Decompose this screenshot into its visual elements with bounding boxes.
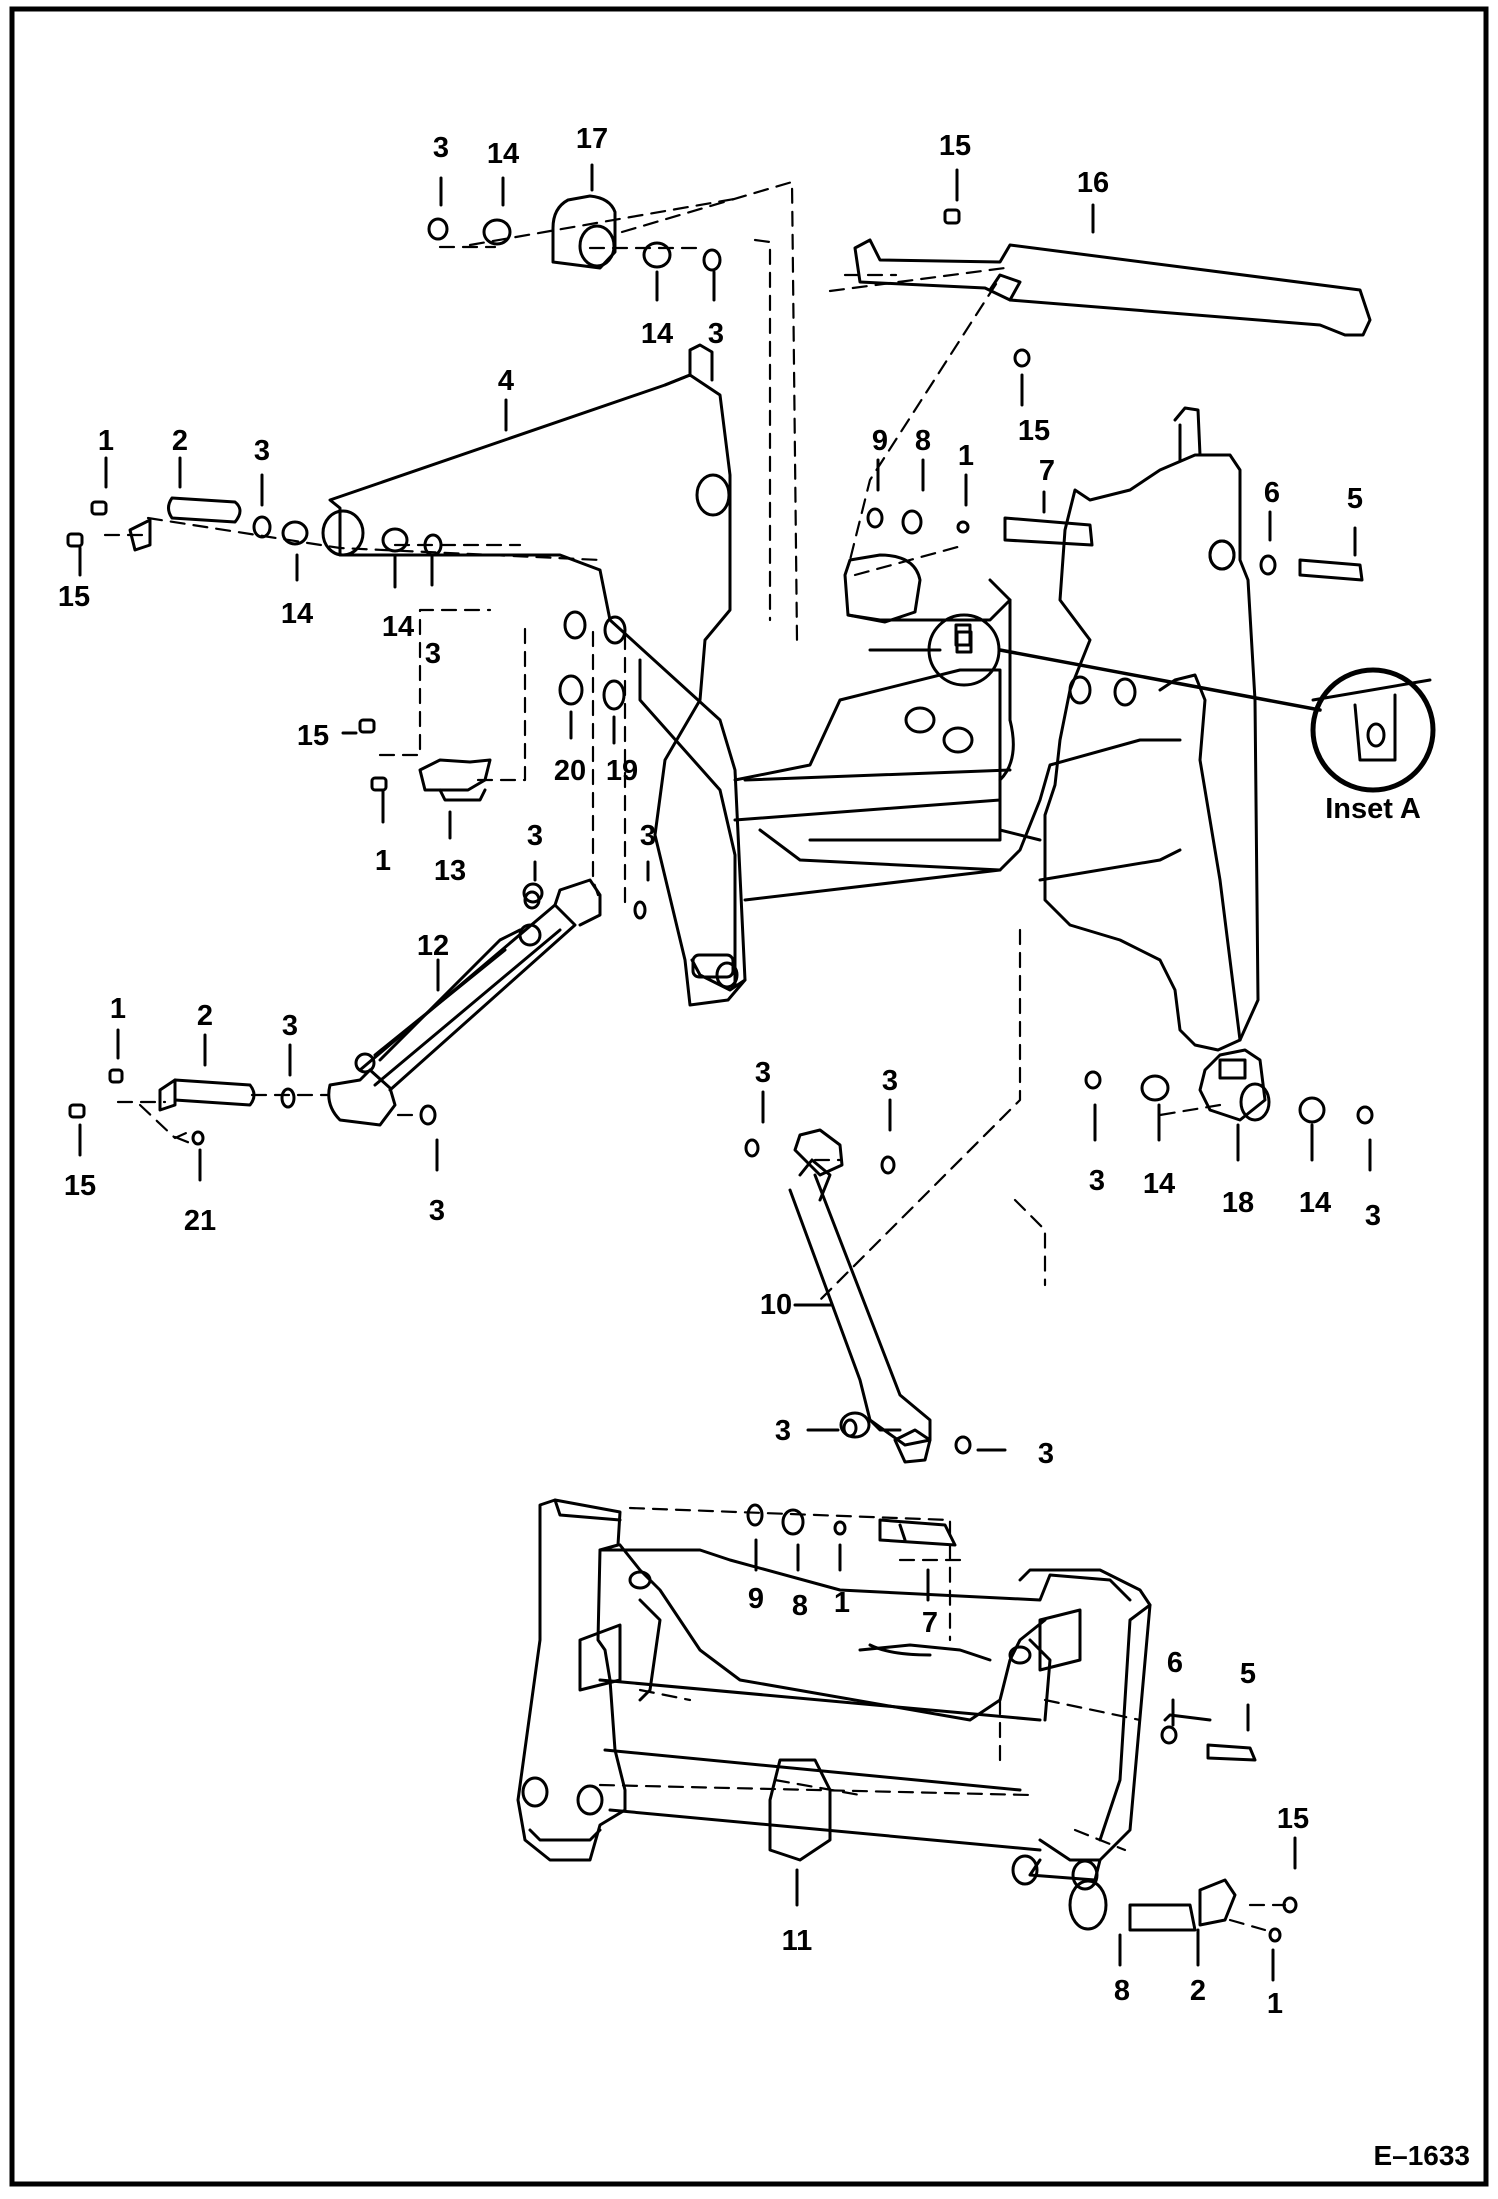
callout-label: 1 [834, 1587, 850, 1619]
callout-label: 15 [939, 130, 971, 162]
tilt-cylinder-12 [327, 878, 647, 1127]
callout-label: 3 [429, 1195, 445, 1227]
callout-label: 3 [882, 1065, 898, 1097]
page-border [9, 6, 1489, 2187]
figure-id: E–1633 [1373, 2140, 1470, 2171]
callout-label: 14 [281, 598, 313, 630]
callout-label: 10 [760, 1289, 792, 1321]
callout-label: 1 [1267, 1988, 1283, 2020]
lower-left-pin-2 [68, 1068, 437, 1146]
callout-label: 13 [434, 855, 466, 887]
callout-label: 11 [782, 1925, 813, 1957]
callout-label: 1 [110, 993, 126, 1025]
callout-label: 4 [498, 365, 514, 397]
callout-label: 3 [708, 318, 724, 350]
callout-label: 3 [254, 435, 270, 467]
callout-label: 2 [1190, 1975, 1206, 2007]
callout-label: 3 [433, 132, 449, 164]
loader-frame-cross-members [733, 668, 1182, 902]
lift-cylinder-10 [744, 1128, 972, 1464]
callout-leaders [78, 163, 1372, 1982]
callout-label: 21 [184, 1205, 216, 1237]
callout-label: 17 [576, 123, 608, 155]
callout-label: 2 [172, 425, 188, 457]
callout-label: 7 [922, 1607, 938, 1639]
callout-label: 19 [606, 755, 638, 787]
callout-label: 6 [1167, 1647, 1183, 1679]
callout-label: 16 [1077, 167, 1109, 199]
link-bracket-13 [358, 674, 626, 802]
callout-label: 3 [282, 1010, 298, 1042]
callout-label: 7 [1039, 455, 1055, 487]
callout-label: 18 [1222, 1187, 1254, 1219]
callout-label: 8 [792, 1590, 808, 1622]
callout-label: 2 [197, 1000, 213, 1032]
callout-label: 3 [1089, 1165, 1105, 1197]
callout-label: 9 [872, 425, 888, 457]
callout-label: 8 [1114, 1975, 1130, 2007]
callout-label: 1 [375, 845, 391, 877]
callout-label: 3 [755, 1057, 771, 1089]
callout-label: 15 [297, 720, 329, 752]
callout-label: 3 [527, 820, 543, 852]
pivot-block-17 [427, 194, 722, 272]
callout-label: 14 [1299, 1187, 1331, 1219]
callout-label: 15 [1277, 1803, 1309, 1835]
callout-label: 3 [640, 820, 656, 852]
lower-pin-7 [746, 1503, 957, 1547]
callout-label: 3 [1365, 1200, 1381, 1232]
callout-label: 20 [554, 755, 586, 787]
callout-label: 5 [1240, 1658, 1256, 1690]
callout-labels: 3 14 17 14 3 15 16 15 4 1 2 3 15 14 14 3… [58, 123, 1381, 2020]
callout-label: 6 [1264, 477, 1280, 509]
callout-label: 14 [641, 318, 673, 350]
inset-a-detail [927, 613, 1436, 793]
callout-label: 1 [958, 440, 974, 472]
callout-label: 14 [487, 138, 519, 170]
inset-a-label: Inset A [1325, 793, 1421, 825]
callout-label: 9 [748, 1583, 764, 1615]
upper-frame-tube [843, 553, 1015, 782]
callout-label: 3 [1038, 1438, 1054, 1470]
callout-label: 3 [425, 638, 441, 670]
loader-arm-right [1043, 406, 1260, 1052]
callout-label: 15 [58, 581, 90, 613]
callout-label: 5 [1347, 483, 1363, 515]
left-pivot-pin-2 [66, 496, 443, 557]
callout-label: 14 [1143, 1168, 1175, 1200]
callout-label: 15 [64, 1170, 96, 1202]
assembly-dash-lines [103, 180, 1287, 1932]
callout-label: 12 [417, 930, 449, 962]
callout-label: 3 [775, 1415, 791, 1447]
right-pivot-pin-7 [866, 507, 1364, 582]
attachment-plate-11 [516, 1498, 1298, 1943]
callout-label: 8 [915, 425, 931, 457]
pivot-block-18 [1084, 1048, 1374, 1125]
callout-label: 15 [1018, 415, 1050, 447]
cross-brace-16 [853, 208, 1372, 368]
callout-label: 1 [98, 425, 114, 457]
callout-label: 14 [382, 611, 414, 643]
loader-arm-left-4 [321, 343, 747, 1007]
